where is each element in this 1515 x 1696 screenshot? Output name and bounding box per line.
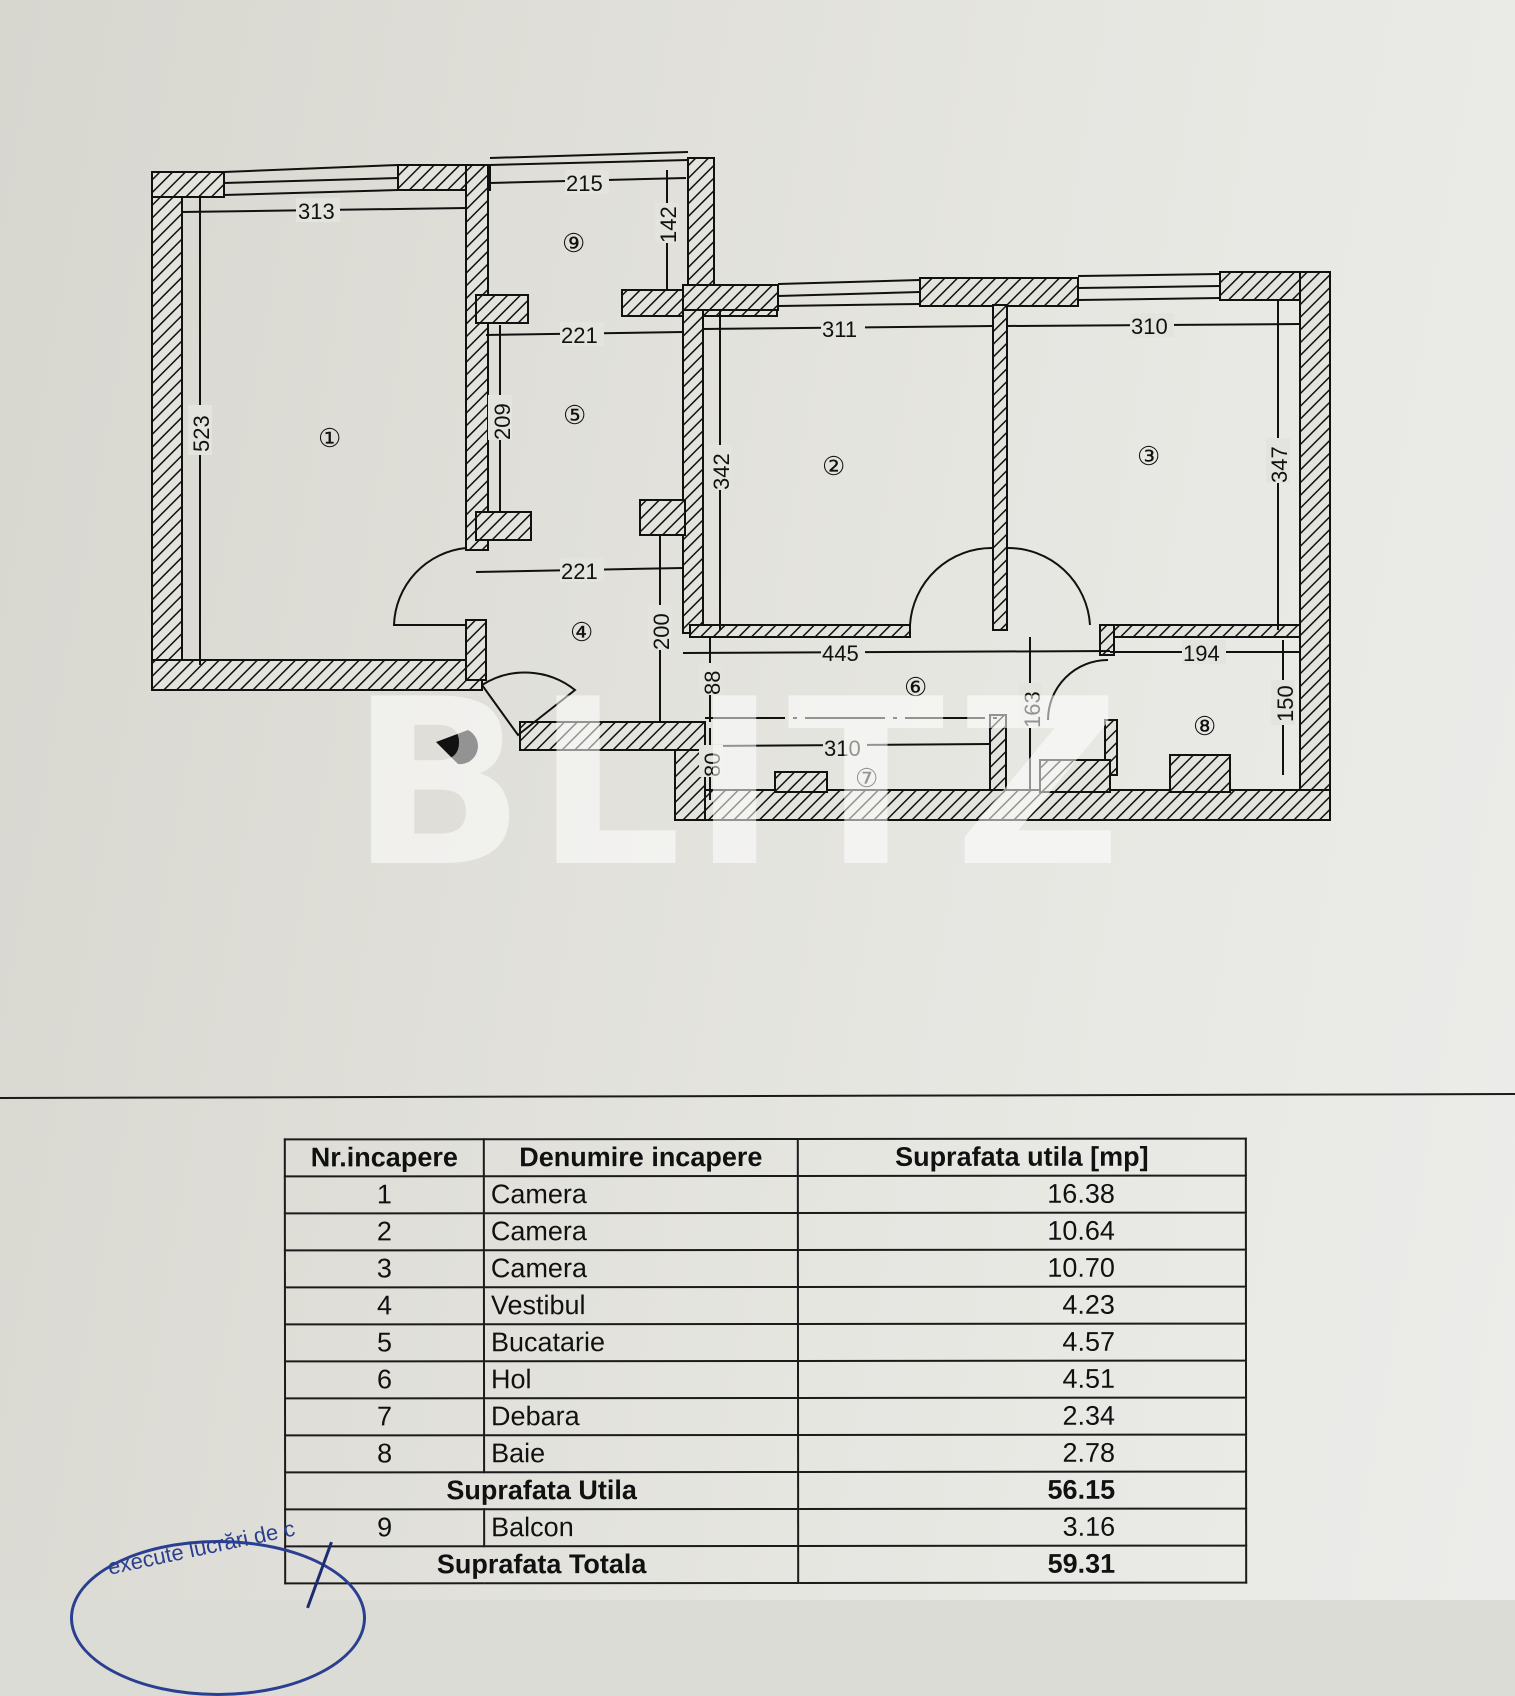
table-header-row: Nr.incapere Denumire incapere Suprafata …: [284, 1138, 1246, 1177]
room-number-2: ②: [822, 451, 845, 481]
room-number-1: ①: [318, 423, 341, 453]
total-row: Suprafata Totala 59.31: [285, 1545, 1247, 1584]
dim-room1-height: 523: [189, 415, 214, 452]
room-number-4: ④: [570, 617, 593, 647]
dim-room3-width: 310: [1131, 314, 1168, 339]
subtotal-label: Suprafata Utila: [285, 1471, 799, 1510]
dim-room6-length: 445: [822, 641, 859, 666]
dim-room9-width: 215: [566, 171, 603, 196]
dim-room6-side: 163: [1020, 691, 1045, 728]
subtotal-row: Suprafata Utila 56.15: [285, 1471, 1247, 1510]
dim-room2-width: 311: [822, 317, 857, 342]
room-number-8: ⑧: [1193, 711, 1216, 741]
header-area: Suprafata utila [mp]: [797, 1138, 1246, 1176]
total-area: 59.31: [798, 1545, 1247, 1583]
room-number-3: ③: [1137, 441, 1160, 471]
total-label: Suprafata Totala: [285, 1545, 799, 1584]
dim-room5-height: 209: [490, 403, 515, 440]
subtotal-area: 56.15: [798, 1471, 1247, 1509]
dim-room3-height: 347: [1267, 446, 1292, 483]
dim-room4-width: 221: [561, 559, 598, 584]
room-number-7: ⑦: [855, 763, 878, 793]
dim-room9-depth: 142: [656, 206, 681, 243]
entrance-arrow-icon: [436, 730, 478, 765]
dim-room7-length: 310: [824, 736, 861, 761]
dim-room8-height: 150: [1273, 685, 1298, 722]
wall: [151, 171, 183, 691]
balcony-row: 9 Balcon 3.16: [285, 1508, 1247, 1547]
dim-room7-width: 80: [700, 753, 725, 777]
room-number-9: ⑨: [562, 228, 585, 258]
header-room-nr: Nr.incapere: [284, 1139, 484, 1177]
header-room-name: Denumire incapere: [483, 1138, 798, 1177]
room-number-5: ⑤: [563, 400, 586, 430]
dim-room4-height: 200: [649, 613, 674, 650]
dim-room1-width: 313: [298, 199, 335, 224]
floor-plan: 313 523 215 142 221 209 221 200 311 342 …: [151, 151, 1331, 821]
area-table: Nr.incapere Denumire incapere Suprafata …: [284, 1138, 1247, 1585]
dim-room8-width: 194: [1183, 641, 1220, 666]
dim-room2-height: 342: [709, 453, 734, 490]
room-number-6: ⑥: [904, 672, 927, 702]
dim-room5-width: 221: [561, 323, 598, 348]
dim-room6-width: 88: [700, 671, 725, 695]
